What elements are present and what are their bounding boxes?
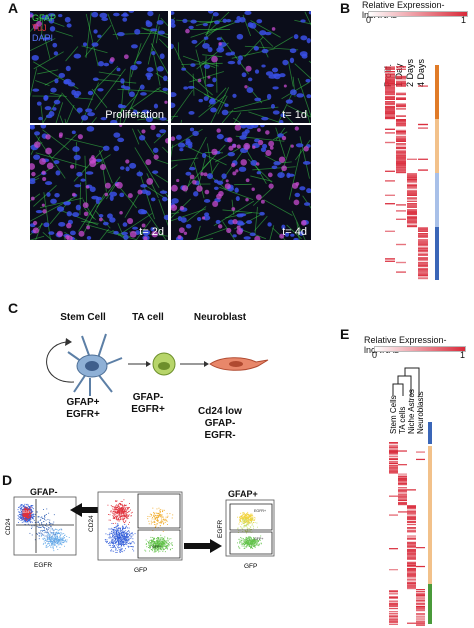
heatmap-cells: [389, 442, 425, 626]
flow-dots: [104, 499, 174, 553]
axis-label-egfr: EGFR: [34, 562, 52, 569]
heatmap-cells: [385, 66, 428, 280]
axis-label-gfp: GFP: [134, 567, 147, 574]
ta-cell-markers: GFAP- EGFR+: [118, 392, 178, 416]
micrograph-2d: t= 2d: [30, 125, 168, 240]
self-renewal-arrow: [46, 341, 75, 383]
arrow-stem-to-ta-head: [146, 361, 151, 367]
micrograph-image: [30, 125, 168, 240]
col-label-stem-cells: Stem Cells: [389, 395, 398, 434]
axis-label-gfp: GFP: [244, 563, 257, 570]
legend-min: 0: [366, 15, 372, 25]
image-label: Proliferation: [105, 109, 164, 121]
panel-c-label: C: [8, 300, 19, 316]
heatmap-b: Prolif. 1 Day 2 Days 4 Days: [383, 58, 439, 280]
flow-plot-gfap-plus: EGFR GFP EGFR+ GFP+: [217, 499, 275, 570]
marker-text: GFAP-: [132, 392, 164, 403]
gate-label-gfp: GFP+: [254, 537, 264, 541]
gate-label-cd24-egfr: CD24-EGFR+: [40, 534, 62, 538]
stain-legend: GFAP TuJ DAPI: [32, 13, 56, 43]
stem-cell-nucleus: [85, 361, 99, 371]
marker-text: EGFR+: [66, 409, 100, 420]
col-label-ta-cells: TA cells: [398, 407, 407, 434]
micrograph-image: [30, 11, 168, 123]
stain-gfap: GFAP: [32, 13, 57, 23]
micrograph-1d: t= 1d: [171, 11, 311, 123]
micrograph-image: [171, 11, 311, 123]
marker-text: GFAP+: [66, 397, 100, 408]
legend-min: 0: [372, 350, 378, 360]
marker-text: EGFR-: [204, 430, 236, 441]
marker-text: GFAP-: [204, 418, 236, 429]
stain-dapi: DAPI: [32, 33, 54, 43]
legend-gradient: [368, 11, 468, 17]
flow-plot-gfp-cd24: CD24 GFP CD24+ GFP+: [88, 491, 183, 574]
panel-b-label: B: [340, 0, 351, 16]
flow-dots: [237, 511, 262, 549]
axis-label-egfr: EGFR: [217, 520, 224, 538]
arrow-ta-to-neuroblast-head: [204, 361, 209, 367]
panel-e-label: E: [340, 326, 350, 342]
gate-label-gfp: GFP+: [152, 545, 162, 549]
lineage-diagram: [46, 333, 269, 396]
arrow-to-gfap-plus: [184, 539, 222, 553]
stain-tuj: TuJ: [32, 23, 47, 33]
self-renewal-arrowhead: [65, 338, 72, 346]
arrow-to-gfap-minus: [70, 503, 108, 517]
ta-cell-nucleus: [158, 362, 170, 370]
col-label-1day: 1 Day: [394, 63, 404, 87]
gate-label-cd24: CD24+: [112, 513, 123, 517]
micrograph-4d: t= 4d: [171, 125, 311, 240]
gate-polygon: [229, 503, 273, 531]
stem-cell-title: Stem Cell: [60, 312, 106, 323]
neuroblast-markers: Cd24 low GFAP- EGFR-: [180, 406, 260, 442]
flow-plot-gfap-minus: CD24 EGFR CD24-EGFR+ CD24+: [5, 496, 77, 569]
micrograph-image: [171, 125, 311, 240]
heatmap-e: Stem Cells TA cells Niche Astros Neurobl…: [389, 367, 432, 626]
panel-d-label: D: [2, 472, 13, 488]
flow-dots: [17, 503, 70, 552]
dendrogram: [392, 367, 420, 396]
panel-a-label: A: [8, 0, 19, 16]
legend-gradient: [374, 346, 466, 352]
gate-polygon: [229, 531, 273, 555]
legend-max: 1: [460, 350, 466, 360]
cluster-bar: [435, 65, 439, 280]
axis-label-cd24: CD24: [88, 515, 95, 532]
neuroblast-nucleus: [229, 361, 243, 367]
image-label: t= 2d: [139, 226, 164, 238]
micrograph-proliferation: Proliferation GFAP TuJ DAPI: [30, 11, 168, 123]
flow-left-title: GFAP-: [30, 487, 58, 497]
col-label-2days: 2 Days: [405, 58, 415, 87]
cluster-bar: [428, 422, 432, 624]
marker-text: EGFR+: [131, 404, 165, 415]
flow-right-title: GFAP+: [228, 489, 258, 499]
ta-cell-title: TA cell: [132, 312, 164, 323]
col-label-niche-astros: Niche Astros: [407, 389, 416, 434]
legend-title: Relative Expression-lncRNAs: [364, 335, 447, 355]
gate-polygon: [137, 493, 181, 529]
gate-label-cd24: CD24+: [20, 510, 31, 514]
col-label-neuroblasts: Neuroblasts: [416, 391, 425, 434]
axis-label-cd24: CD24: [5, 518, 12, 535]
marker-text: Cd24 low: [198, 406, 242, 417]
stem-cell-markers: GFAP+ EGFR+: [48, 397, 118, 421]
gate-label-egfr: EGFR+: [254, 509, 266, 513]
col-label-4days: 4 Days: [416, 58, 426, 87]
image-label: t= 1d: [282, 109, 307, 121]
gate-polygon: [137, 529, 181, 559]
column-labels: Stem Cells TA cells Niche Astros Neurobl…: [389, 389, 425, 434]
legend-title: Relative Expression-lncRNAs: [362, 0, 445, 20]
image-label: t= 4d: [282, 226, 307, 238]
neuroblast-title: Neuroblast: [193, 312, 247, 323]
legend-max: 1: [461, 15, 467, 25]
